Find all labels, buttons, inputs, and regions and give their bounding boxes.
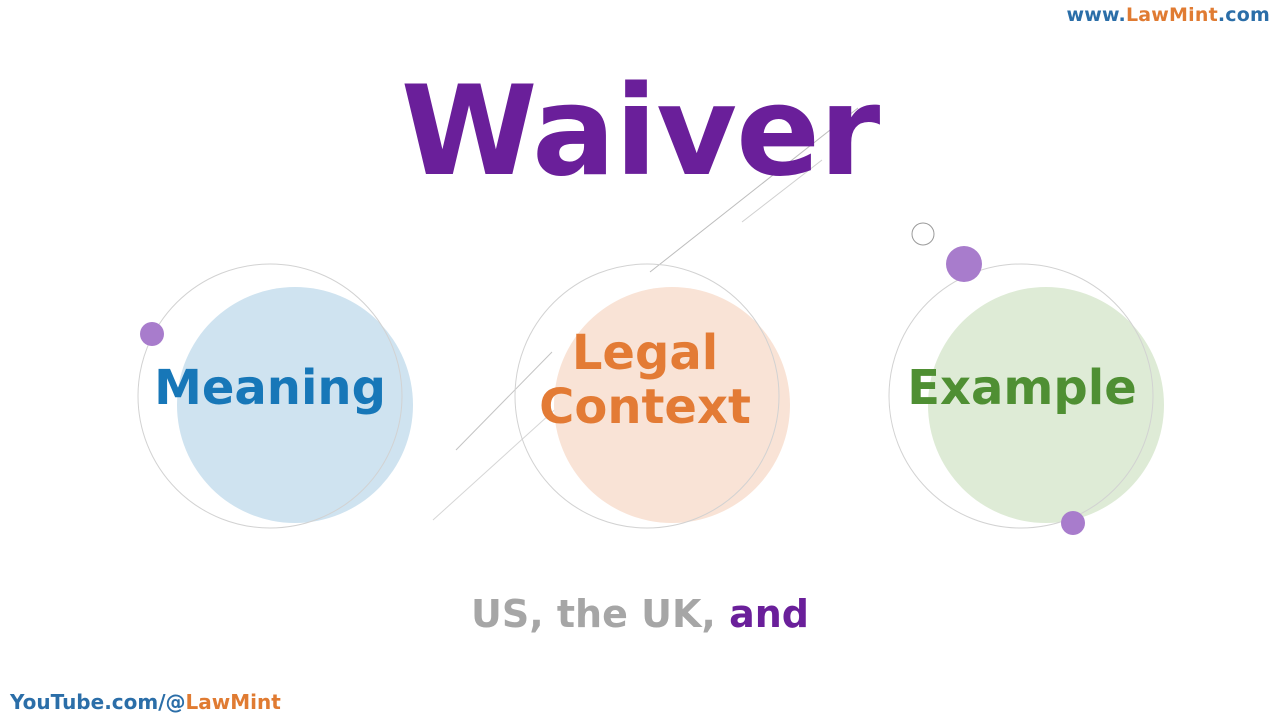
meaning-circle-outline [137,263,403,529]
website-brand: LawMint [1125,4,1218,26]
youtube-prefix: YouTube.com/@ [10,690,186,714]
topic-example-label: Example [907,360,1137,416]
diagonal-line [432,404,561,521]
example-circle-fill [928,287,1164,523]
website-url: www.LawMint.com [1066,4,1270,26]
youtube-brand: LawMint [185,690,281,714]
subtitle-accent: and [729,592,809,636]
website-prefix: www. [1066,4,1126,26]
diagonal-line [649,107,859,273]
purple-dot [946,246,982,282]
legal-circle-fill [554,287,790,523]
diagonal-line [455,351,553,451]
legal-circle-outline [514,263,780,529]
purple-dot [140,322,164,346]
subtitle: US, the UK, and [0,592,1280,636]
diagonal-line [741,159,823,223]
purple-dot [1061,511,1085,535]
hollow-dot [911,222,935,246]
subtitle-grey: US, the UK, [471,592,730,636]
page-title: Waiver [400,60,881,204]
legal-line2: Context [539,378,751,435]
youtube-handle: YouTube.com/@LawMint [10,690,281,714]
topic-meaning-label: Meaning [154,360,386,416]
legal-line1: Legal [571,325,719,381]
example-circle-outline [888,263,1154,529]
website-suffix: .com [1217,4,1270,26]
meaning-circle-fill [177,287,413,523]
